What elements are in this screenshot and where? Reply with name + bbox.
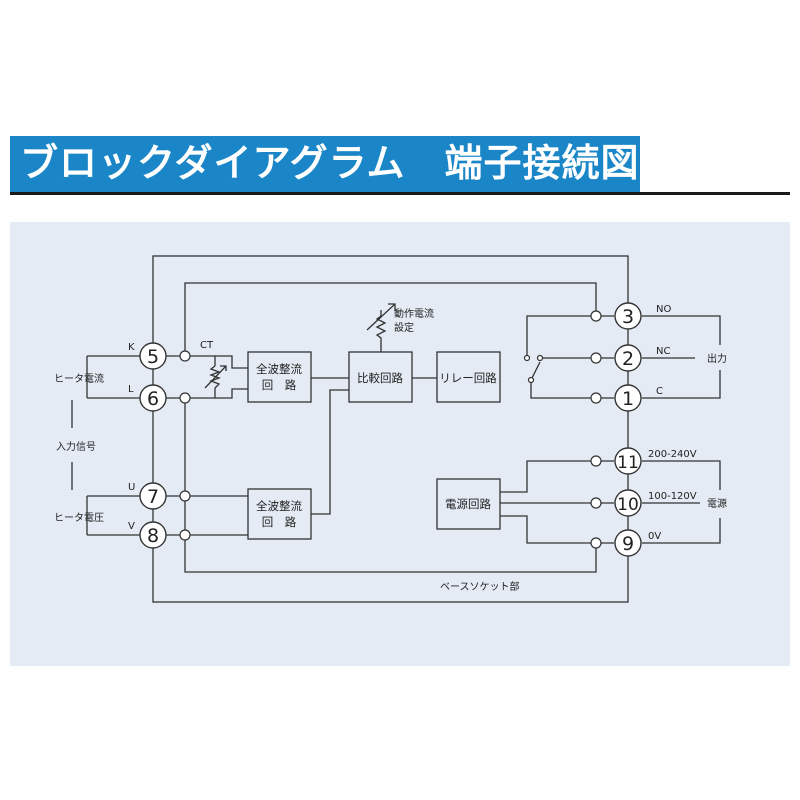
rectifier-1-label: 全波整流: [256, 362, 302, 376]
label-100-120v: 100-120V: [648, 491, 697, 502]
power-circuit-label: 電源回路: [445, 497, 491, 511]
relay-label: リレー回路: [439, 371, 497, 385]
label-c: C: [656, 386, 663, 397]
base-socket-frame: [152, 255, 629, 603]
terminal-7: [139, 482, 167, 510]
junction-dot: [590, 310, 602, 322]
junction-dot: [590, 497, 602, 509]
label-heater-voltage: ヒータ電圧: [54, 512, 104, 524]
junction-dot: [179, 350, 191, 362]
contact-dot: [536, 354, 544, 362]
label-power: 電源: [707, 497, 727, 510]
terminal-1: [614, 384, 642, 412]
label-no: NO: [656, 304, 671, 315]
terminal-number: 2: [622, 348, 634, 370]
label-200-240v: 200-240V: [648, 449, 697, 460]
terminal-9: [614, 529, 642, 557]
terminal-2: [614, 344, 642, 372]
junction-dot: [179, 529, 191, 541]
junction-dot: [179, 490, 191, 502]
junction-dot: [590, 537, 602, 549]
terminal-number: 9: [622, 533, 634, 555]
label-u: U: [128, 482, 135, 493]
title-bar: [10, 136, 640, 192]
terminal-number: 3: [622, 306, 634, 328]
diagram-background: [10, 222, 790, 666]
terminal-number: 11: [617, 453, 639, 473]
rectifier-block-2: [247, 488, 312, 540]
terminal-number: 5: [147, 346, 159, 368]
rectifier-1-label: 回 路: [262, 378, 297, 392]
label-nc: NC: [656, 346, 670, 357]
terminal-number: 6: [147, 388, 159, 410]
rectifier-2-label: 全波整流: [256, 499, 302, 513]
label-op-current: 動作電流: [394, 307, 434, 320]
rectifier-2-label: 回 路: [262, 515, 297, 529]
power-block: [436, 478, 501, 530]
label-heater-current: ヒータ電流: [54, 372, 104, 385]
label-l: L: [128, 384, 134, 395]
compare-label: 比較回路: [357, 371, 403, 385]
relay-block: [436, 351, 501, 403]
label-v: V: [128, 521, 135, 532]
terminal-3: [614, 302, 642, 330]
terminal-6: [139, 384, 167, 412]
title-underline: [10, 192, 790, 195]
terminal-8: [139, 521, 167, 549]
label-base-socket: ベースソケット部: [440, 580, 520, 593]
junction-dot: [590, 455, 602, 467]
label-output: 出力: [707, 352, 727, 365]
terminal-11: [614, 447, 642, 475]
terminal-5: [139, 342, 167, 370]
label-ct: CT: [200, 340, 214, 351]
terminal-number: 1: [622, 388, 634, 410]
label-k: K: [128, 342, 135, 353]
junction-dot: [179, 392, 191, 404]
page-title: ブロックダイアグラム 端子接続図: [20, 141, 640, 185]
label-op-current: 設定: [394, 321, 414, 334]
terminal-number: 8: [147, 525, 159, 547]
terminal-number: 10: [617, 495, 639, 515]
terminal-10: [614, 489, 642, 517]
contact-dot: [523, 354, 531, 362]
terminal-number: 7: [147, 486, 159, 508]
rectifier-block-1: [247, 351, 312, 403]
junction-dot: [590, 352, 602, 364]
contact-dot: [527, 376, 535, 384]
label-0v: 0V: [648, 531, 661, 542]
junction-dot: [590, 392, 602, 404]
label-input-signal: 入力信号: [56, 440, 96, 453]
